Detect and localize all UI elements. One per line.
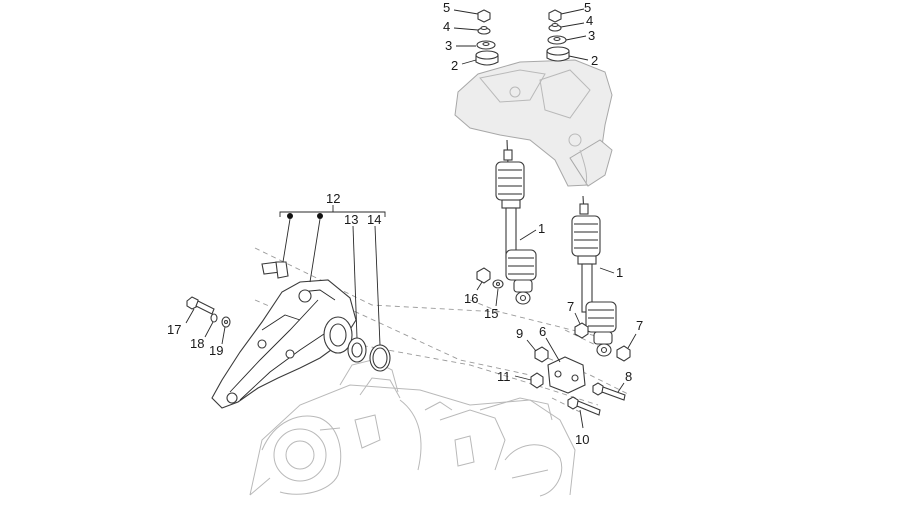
callout-11: 11 bbox=[497, 369, 511, 384]
callout-4-right: 4 bbox=[586, 13, 593, 28]
mount-stack-right bbox=[546, 9, 570, 62]
swing-arm-assembly bbox=[186, 261, 391, 409]
shock-absorber-right bbox=[571, 195, 617, 357]
callout-3-left: 3 bbox=[445, 38, 452, 53]
bolt-17-icon bbox=[186, 296, 215, 315]
leader-lines bbox=[185, 8, 637, 429]
nut-9-icon bbox=[534, 346, 549, 363]
callout-13: 13 bbox=[344, 212, 358, 227]
callout-4-left: 4 bbox=[443, 19, 450, 34]
washer-18-icon bbox=[210, 313, 218, 323]
callout-7-right: 7 bbox=[636, 318, 643, 333]
nut-7-right-icon bbox=[616, 345, 631, 362]
callout-labels: 5 4 3 2 5 4 3 2 1 1 12 13 14 16 15 7 7 9… bbox=[167, 0, 643, 447]
callout-19: 19 bbox=[209, 343, 223, 358]
callout-16: 16 bbox=[464, 291, 478, 306]
callout-18: 18 bbox=[190, 336, 204, 351]
engine-ghost bbox=[249, 359, 576, 497]
group-12-bracket bbox=[279, 205, 386, 346]
callout-12: 12 bbox=[326, 191, 340, 206]
dot-marker-icon bbox=[287, 213, 293, 219]
mount-stack-left bbox=[475, 9, 499, 66]
seal-ring-14-icon bbox=[369, 344, 391, 372]
callout-14: 14 bbox=[367, 212, 381, 227]
callout-1-left: 1 bbox=[538, 221, 545, 236]
callout-1-right: 1 bbox=[616, 265, 623, 280]
callout-7-left: 7 bbox=[567, 299, 574, 314]
callout-5-left: 5 bbox=[443, 0, 450, 15]
callout-3-right: 3 bbox=[588, 28, 595, 43]
frame-bracket-ghost bbox=[454, 59, 613, 187]
bearing-13-icon bbox=[347, 337, 367, 363]
callout-15: 15 bbox=[484, 306, 498, 321]
callout-5-right: 5 bbox=[584, 0, 591, 15]
callout-2-left: 2 bbox=[451, 58, 458, 73]
callout-6: 6 bbox=[539, 324, 546, 339]
nut-5-left-icon bbox=[477, 9, 491, 23]
nut-5-right-icon bbox=[548, 9, 562, 23]
bolt-10-icon bbox=[567, 396, 601, 416]
bracket-6-icon bbox=[547, 356, 586, 394]
shock-absorber-left bbox=[495, 139, 537, 305]
callout-9: 9 bbox=[516, 326, 523, 341]
callout-8: 8 bbox=[625, 369, 632, 384]
stud-bolt-icon bbox=[261, 261, 289, 279]
callout-17: 17 bbox=[167, 322, 181, 337]
small-hardware bbox=[476, 267, 631, 416]
nut-7-left-icon bbox=[574, 322, 589, 339]
nut-16-icon bbox=[476, 267, 491, 284]
callout-2-right: 2 bbox=[591, 53, 598, 68]
bolt-8-icon bbox=[592, 382, 626, 401]
dot-marker-icon bbox=[317, 213, 323, 219]
nut-11-icon bbox=[530, 372, 544, 389]
callout-10: 10 bbox=[575, 432, 589, 447]
